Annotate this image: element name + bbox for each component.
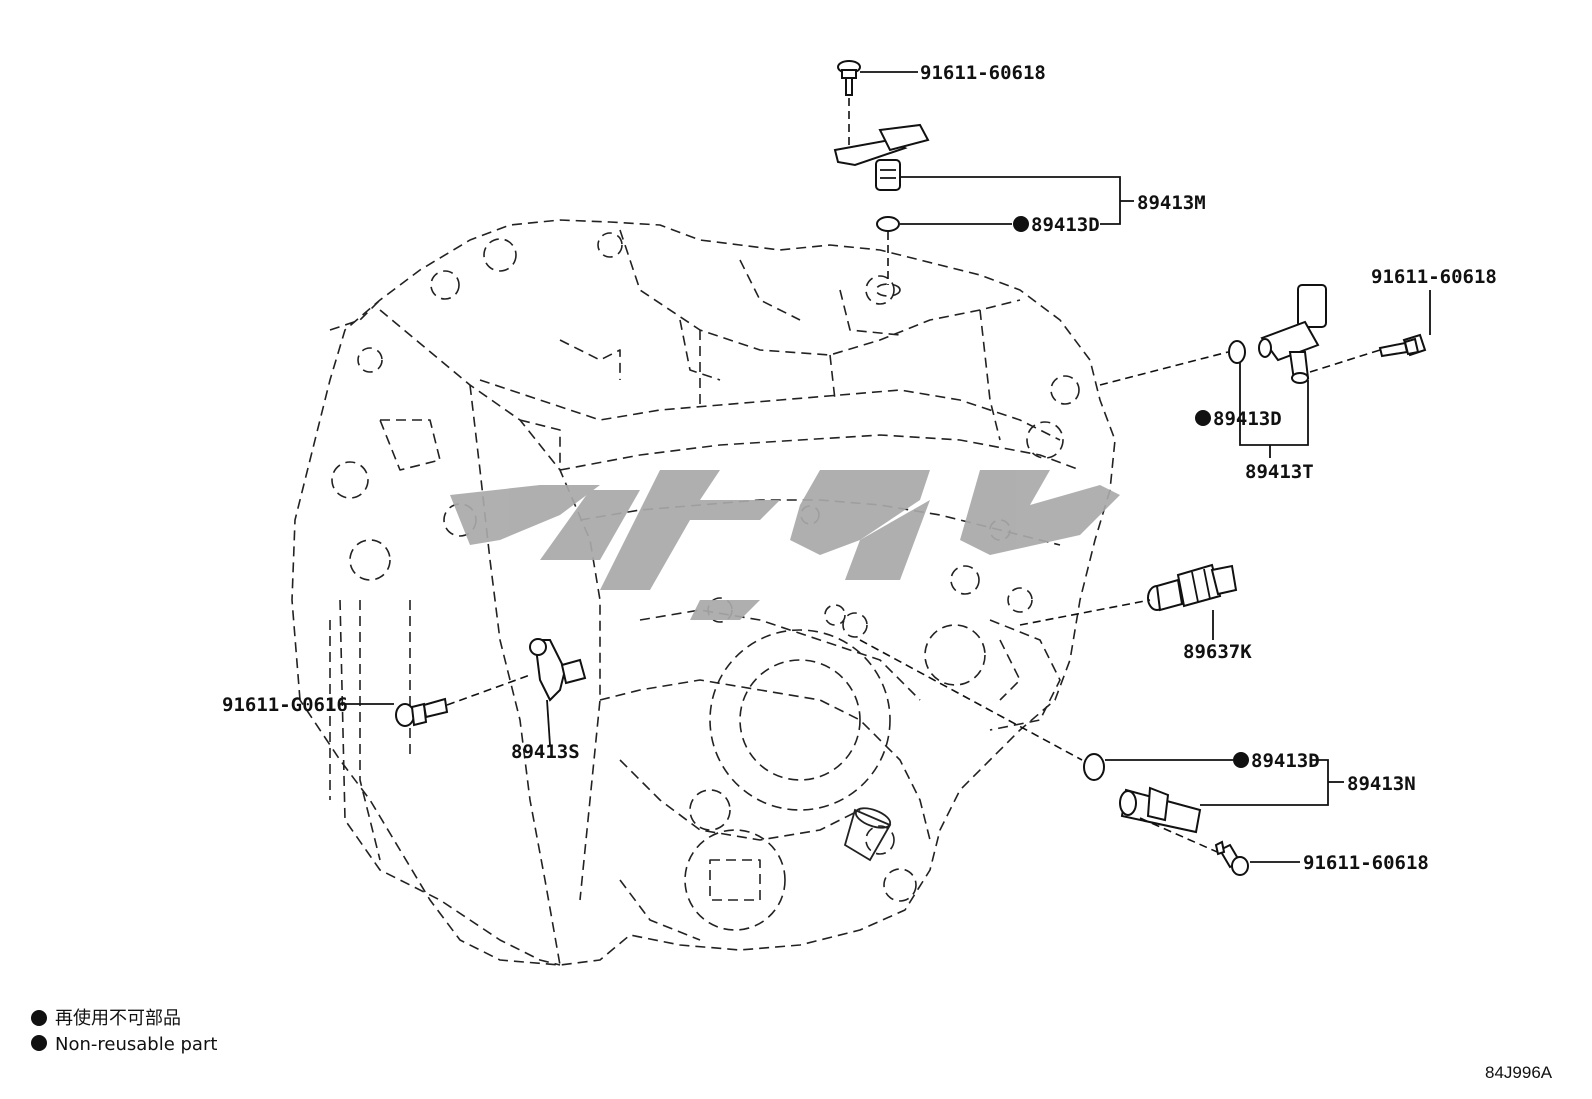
label-pressure-switch[interactable]: 89637K — [1183, 641, 1252, 663]
pressure-switch-icon[interactable] — [1147, 563, 1238, 612]
oring-right-icon[interactable] — [1228, 340, 1246, 364]
legend: 再使用不可部品 Non-reusable part — [31, 1008, 217, 1055]
legend-dot-icon — [31, 1010, 47, 1026]
oring-top-icon[interactable] — [876, 216, 900, 232]
figure-code: 84J996A — [1485, 1063, 1553, 1082]
lower-speed-sensor[interactable] — [859, 639, 1249, 876]
non-reusable-dot-icon — [1233, 752, 1249, 768]
bolt-left-icon[interactable] — [395, 697, 449, 727]
non-reusable-dot-icon — [1013, 216, 1029, 232]
pressure-switch[interactable] — [1019, 563, 1238, 640]
sensor-right-icon[interactable] — [1258, 284, 1327, 384]
legend-text-jp: 再使用不可部品 — [55, 1008, 181, 1029]
sensor-lower-icon[interactable] — [1119, 786, 1202, 834]
label-bolt-right[interactable]: 91611-60618 — [1371, 266, 1497, 288]
label-bolt-top[interactable]: 91611-60618 — [920, 62, 1046, 84]
non-reusable-dot-icon — [1195, 410, 1211, 426]
oring-lower-icon[interactable] — [1083, 753, 1105, 781]
watermark-logo — [450, 470, 1120, 620]
leader-lines — [341, 71, 1431, 863]
left-speed-sensor[interactable] — [395, 638, 587, 746]
label-bolt-lower[interactable]: 91611-60618 — [1303, 852, 1429, 874]
non-reusable-markers — [1013, 216, 1249, 768]
transmission-outline — [291, 219, 1116, 966]
label-oring-right[interactable]: 89413D — [1213, 408, 1282, 430]
legend-dot-icon — [31, 1035, 47, 1051]
legend-text-en: Non-reusable part — [55, 1034, 217, 1055]
label-oring-lower[interactable]: 89413D — [1251, 750, 1320, 772]
outlet-pipe — [843, 807, 892, 862]
label-sensor-right[interactable]: 89413T — [1245, 461, 1314, 483]
part-labels: 91611-60618 89413D 89413M 91611-60618 89… — [222, 62, 1497, 874]
bolt-top-icon[interactable] — [837, 60, 861, 96]
top-speed-sensor[interactable] — [833, 60, 930, 297]
label-oring-top[interactable]: 89413D — [1031, 214, 1100, 236]
right-speed-sensor[interactable] — [1099, 284, 1427, 386]
bolt-lower-icon[interactable] — [1214, 840, 1249, 876]
sensor-left-icon[interactable] — [529, 638, 587, 702]
sensor-top-icon[interactable] — [833, 123, 930, 191]
label-sensor-top[interactable]: 89413M — [1137, 192, 1206, 214]
label-bolt-left[interactable]: 91611-G0616 — [222, 694, 348, 716]
label-sensor-left[interactable]: 89413S — [511, 741, 580, 763]
bolt-right-icon[interactable] — [1378, 333, 1427, 358]
label-sensor-lower[interactable]: 89413N — [1347, 773, 1416, 795]
